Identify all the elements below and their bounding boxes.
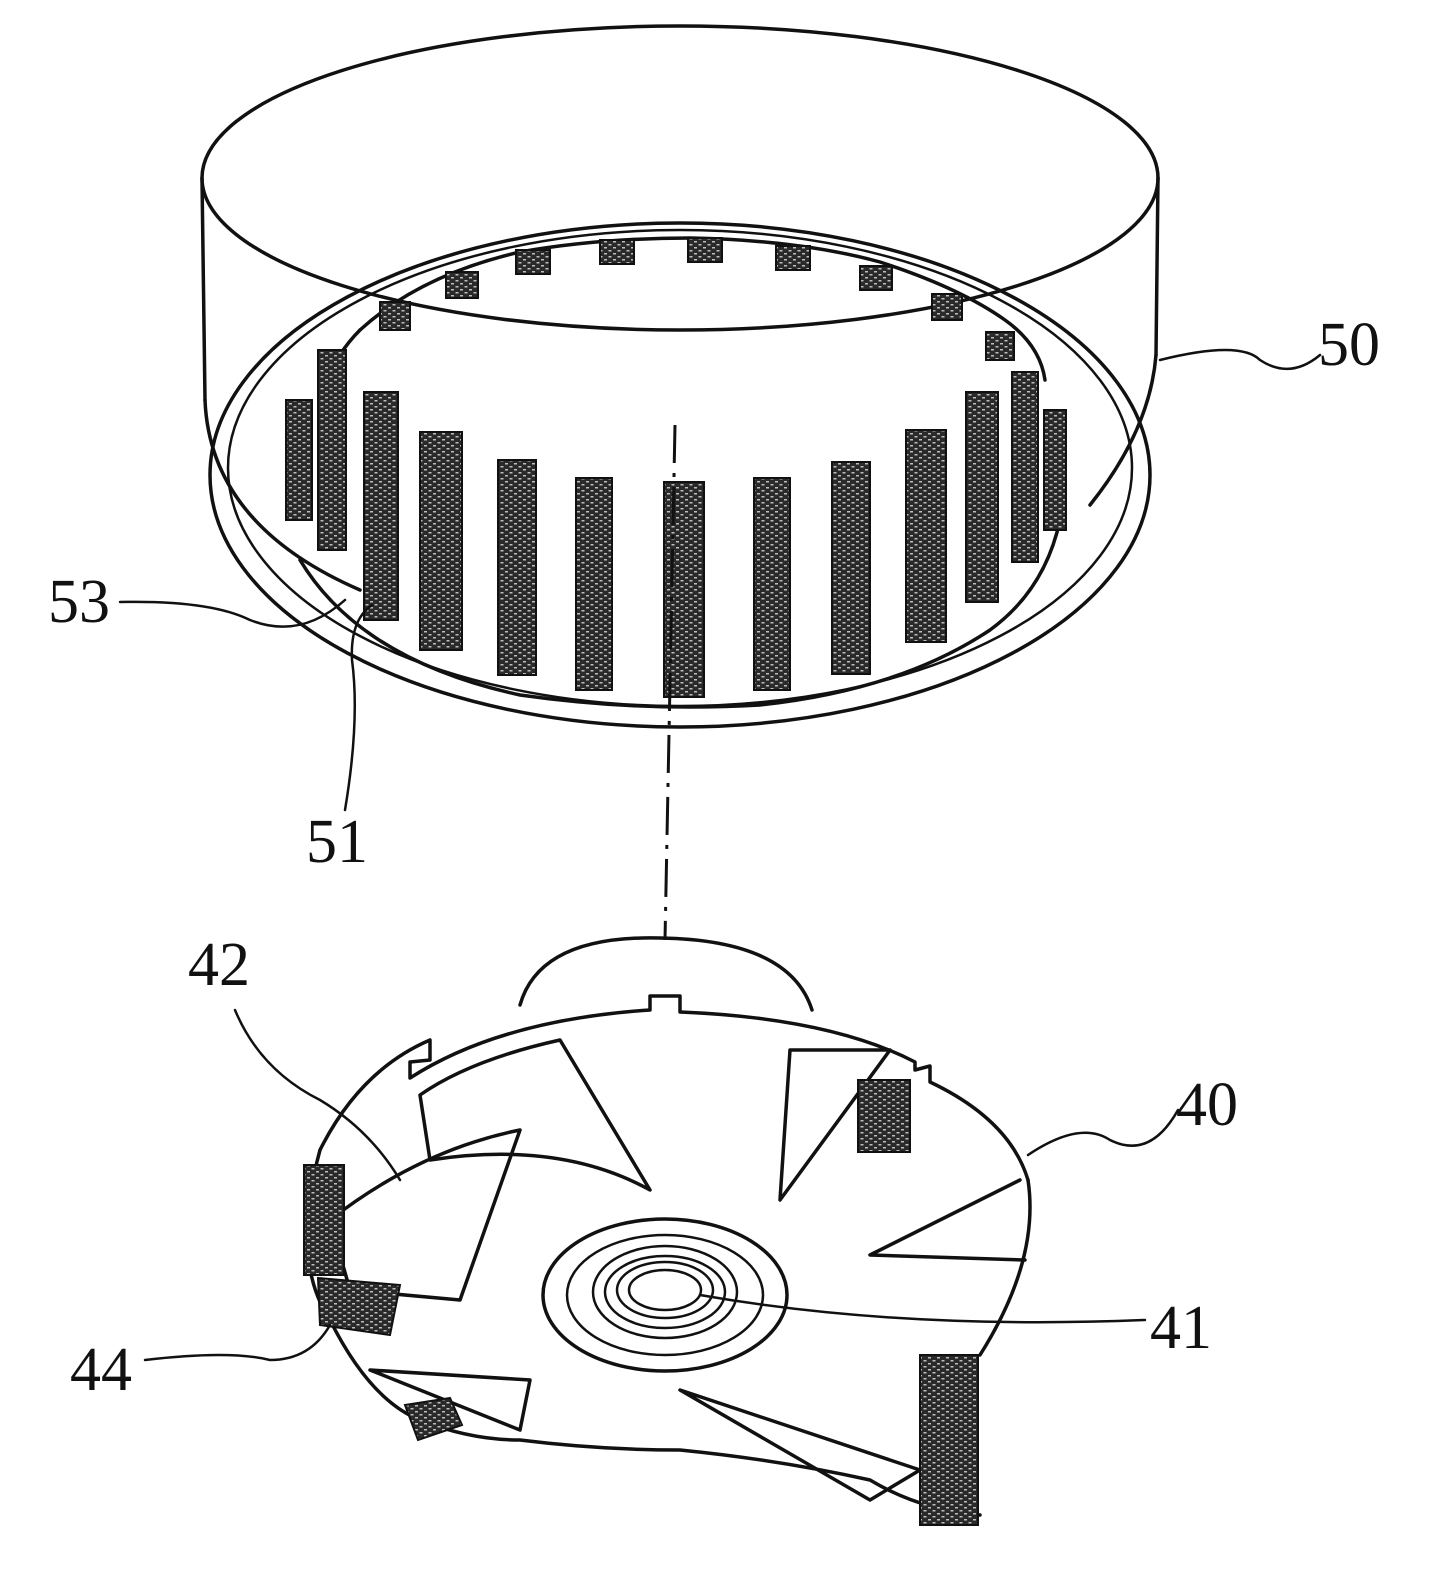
cone-burr <box>303 936 1032 1526</box>
label-44: 44 <box>70 1336 132 1404</box>
label-51: 51 <box>306 808 368 876</box>
label-53: 53 <box>48 568 110 636</box>
leader-lines <box>118 348 1322 1362</box>
label-50: 50 <box>1318 311 1380 379</box>
center-axis <box>663 424 677 941</box>
ring-teeth <box>285 237 1067 698</box>
label-41: 41 <box>1150 1294 1212 1362</box>
label-40: 40 <box>1176 1071 1238 1139</box>
outer-ring-burr <box>200 24 1160 729</box>
label-42: 42 <box>188 931 250 999</box>
